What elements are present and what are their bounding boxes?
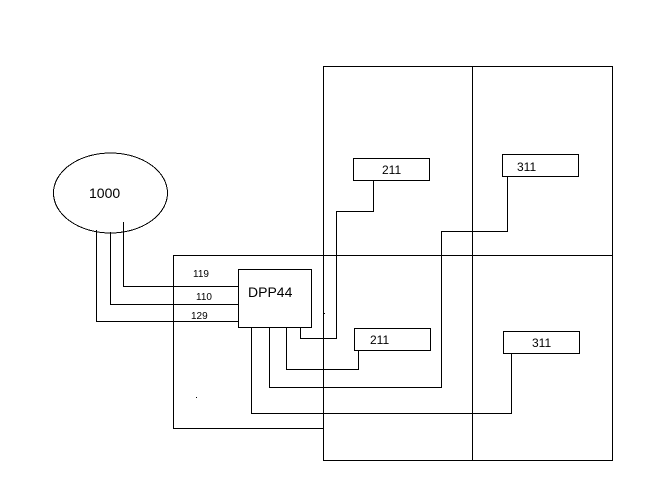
grid bbox=[323, 66, 613, 461]
grid-outer-frame bbox=[323, 66, 613, 461]
stray-dot bbox=[196, 397, 197, 398]
box-bottom-right-frame bbox=[503, 331, 580, 354]
wire-label-110: 110 bbox=[196, 292, 212, 303]
stray-dot bbox=[324, 313, 325, 314]
device-wires bbox=[251, 166, 512, 414]
box-bottom-right: 311 bbox=[503, 331, 580, 354]
wire-label-129: 129 bbox=[191, 311, 208, 322]
wire-label-119: 119 bbox=[193, 269, 209, 280]
box-top-left-label: 211 bbox=[382, 163, 401, 177]
box-top-left-frame bbox=[353, 158, 430, 181]
ellipse-wires: 119 110 129 bbox=[96, 222, 238, 322]
wire-to-bottom-right-311 bbox=[251, 328, 512, 414]
ellipse-label: 1000 bbox=[89, 185, 120, 201]
box-bottom-left: 211 bbox=[354, 328, 431, 351]
wire-129 bbox=[96, 230, 238, 322]
ellipse-node: 1000 bbox=[53, 152, 168, 234]
box-top-right-label: 311 bbox=[517, 160, 536, 174]
dpp44-box bbox=[238, 269, 312, 328]
box-bottom-right-label: 311 bbox=[532, 336, 551, 350]
box-top-left: 211 bbox=[353, 158, 430, 181]
wire-to-top-right-311 bbox=[269, 166, 508, 388]
wire-110 bbox=[110, 232, 238, 305]
wire-to-top-left-211 bbox=[300, 170, 374, 339]
dpp44-label: DPP44 bbox=[248, 284, 293, 300]
box-bottom-left-label: 211 bbox=[370, 333, 389, 347]
box-top-right: 311 bbox=[502, 154, 579, 177]
wire-to-bottom-left-211 bbox=[286, 328, 359, 370]
dpp44-device: DPP44 bbox=[238, 269, 312, 328]
box-bottom-left-frame bbox=[354, 328, 431, 351]
enclosure-outline bbox=[173, 255, 324, 429]
wire-119 bbox=[123, 222, 238, 287]
box-top-right-frame bbox=[502, 154, 579, 177]
enclosure bbox=[173, 255, 324, 429]
